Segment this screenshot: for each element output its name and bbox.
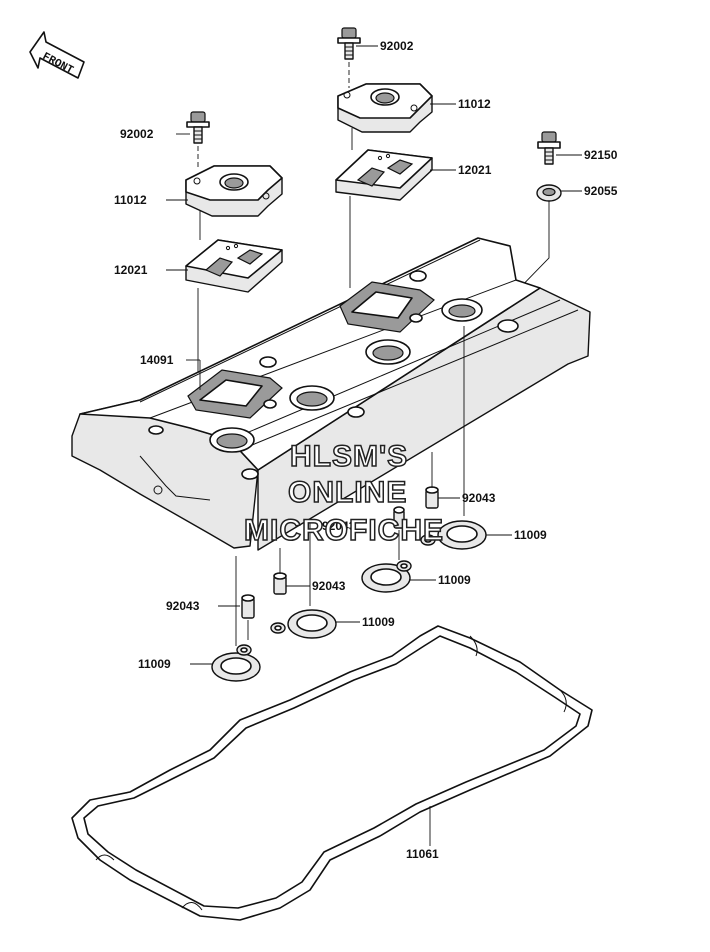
watermark-line2: ONLINE [288, 476, 407, 509]
label-11009-a: 11009 [514, 528, 547, 542]
label-92002-rear: 92002 [380, 39, 414, 53]
label-11012-rear: 11012 [458, 97, 491, 111]
label-14091: 14091 [140, 353, 174, 367]
label-92043-a: 92043 [462, 491, 496, 505]
label-92043-d: 92043 [166, 599, 200, 613]
label-11009-b: 11009 [438, 573, 471, 587]
cap-11012-rear [337, 83, 433, 133]
label-92043-c: 92043 [312, 579, 346, 593]
bolt-92150 [537, 131, 561, 165]
gasket-11009-c [270, 609, 337, 639]
cylinder-head-cover-14091 [71, 237, 591, 551]
label-92150: 92150 [584, 148, 618, 162]
label-92002-front: 92002 [120, 127, 154, 141]
label-12021-rear: 12021 [458, 163, 492, 177]
dowel-92043-d [241, 594, 255, 619]
plate-12021-front [185, 239, 283, 293]
watermark-line1: HLSM'S [290, 440, 408, 473]
bolt-92002-rear [337, 27, 361, 60]
plate-12021-rear [335, 149, 433, 201]
label-11061: 11061 [406, 847, 439, 861]
front-arrow-icon: FRONT [29, 31, 85, 79]
label-11009-d: 11009 [138, 657, 171, 671]
gasket-11009-d [211, 644, 261, 682]
label-12021-front: 12021 [114, 263, 148, 277]
cover-gasket-11061 [71, 625, 593, 921]
label-92043-b: 92043 [322, 519, 356, 533]
gasket-11009-b [361, 560, 412, 593]
label-11012-front: 11012 [114, 193, 147, 207]
dowel-92043-a [425, 486, 439, 509]
cap-11012-front [185, 165, 283, 217]
dowel-92043-c [273, 572, 287, 595]
washer-92055 [536, 184, 562, 202]
dowel-92043-b [393, 506, 405, 529]
gasket-11009-a [420, 520, 487, 550]
watermark: HLSM'S ONLINE MICROFICHE [243, 439, 444, 548]
label-11009-c: 11009 [362, 615, 395, 629]
bolt-92002-front [186, 111, 210, 144]
label-92055: 92055 [584, 184, 618, 198]
watermark-line3: MICROFICHE [244, 514, 444, 547]
